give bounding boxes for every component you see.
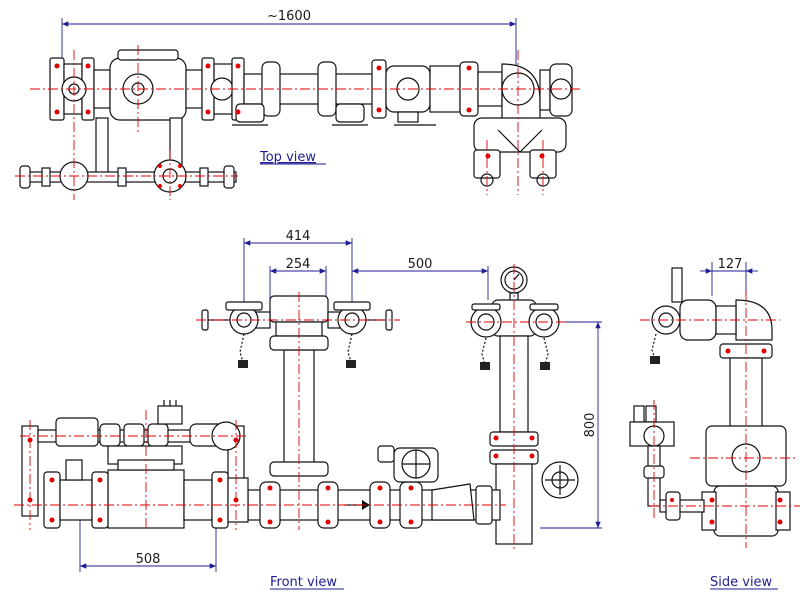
- front-bypass-assembly: [21, 400, 249, 529]
- dim-500-label: 500: [408, 257, 433, 272]
- front-view: 414 254 500 800 508: [14, 229, 602, 590]
- side-dimension-127: 127: [700, 257, 758, 296]
- dim-127-label: 127: [718, 257, 743, 272]
- top-view-label: Top view: [259, 150, 316, 165]
- side-bypass: [629, 405, 705, 521]
- top-view-centerlines: [15, 45, 580, 200]
- top-main-header: [49, 49, 573, 187]
- dim-254-label: 254: [286, 257, 311, 272]
- front-view-centerlines: [14, 264, 566, 550]
- top-bypass-branch: [19, 117, 237, 193]
- front-view-label: Front view: [270, 575, 337, 590]
- dim-508-label: 508: [136, 552, 161, 567]
- side-view-label: Side view: [710, 575, 773, 590]
- front-view-bolts: [27, 435, 535, 525]
- dim-414-label: 414: [286, 229, 311, 244]
- overall-dimension-label: ~1600: [267, 9, 311, 24]
- side-view-centerlines: [640, 290, 800, 548]
- side-view-bolts: [670, 348, 783, 525]
- top-view-bolts: [54, 63, 545, 159]
- top-view: ~1600: [15, 9, 580, 200]
- dim-800-label: 800: [583, 413, 598, 438]
- side-view: 127: [629, 257, 800, 590]
